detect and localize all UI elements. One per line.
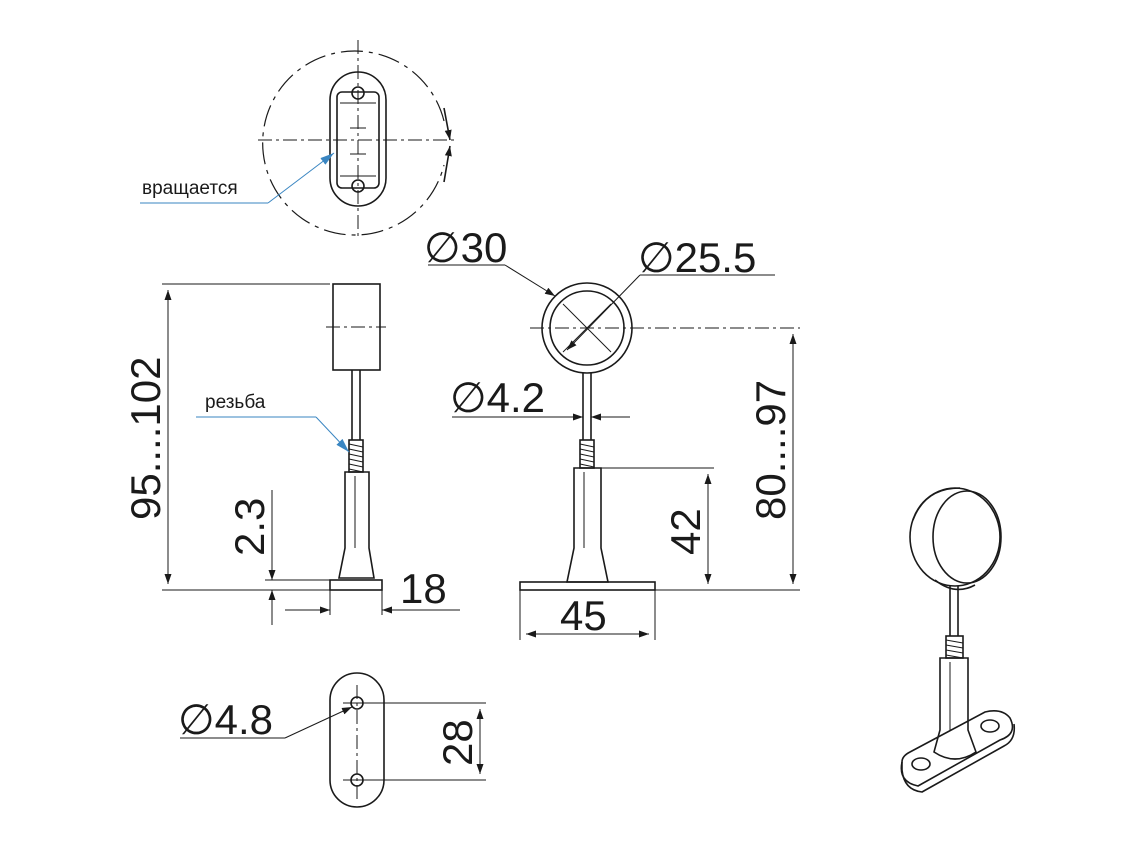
base-plate-top xyxy=(329,71,387,207)
rotation-circle xyxy=(262,50,445,236)
hole-top-1 xyxy=(351,86,365,100)
hole-spacing-dim: 28 xyxy=(434,719,481,766)
side-view: 95....102 2.3 18 резьба xyxy=(122,283,460,625)
front-view: ∅30 ∅25.5 ∅4.2 42 80....97 45 xyxy=(424,224,800,640)
socket-side xyxy=(338,471,375,579)
ring-inner-dim: ∅25.5 xyxy=(638,234,756,281)
hole-diameter-dim: ∅4.8 xyxy=(178,696,273,743)
plate-front xyxy=(519,581,656,591)
thread-label: резьба xyxy=(205,392,266,413)
height-side-dim: 95....102 xyxy=(122,357,169,520)
plate-thickness-dim: 2.3 xyxy=(226,498,273,556)
plate-outline xyxy=(329,672,385,808)
socket-top xyxy=(336,91,380,189)
plate-length-dim: 45 xyxy=(560,592,607,639)
plate-side xyxy=(329,579,383,591)
rotates-leader xyxy=(267,152,335,204)
iso-socket xyxy=(933,657,977,760)
rotation-arrow-bottom xyxy=(443,145,452,183)
hole-top-2 xyxy=(351,179,365,193)
socket-front xyxy=(566,467,609,583)
plate-view: ∅4.8 28 xyxy=(178,672,486,808)
plate-width-side-dim: 18 xyxy=(400,565,447,612)
iso-plate xyxy=(900,710,1014,787)
isometric-view xyxy=(900,487,1016,793)
thread-leader xyxy=(315,416,350,453)
height-front-dim: 80....97 xyxy=(747,380,794,520)
rotates-label: вращается xyxy=(142,178,238,199)
top-view: вращается xyxy=(140,40,458,240)
rotation-arrow-top xyxy=(443,107,452,141)
socket-height-dim: 42 xyxy=(662,508,709,555)
ring-outer-dim: ∅30 xyxy=(424,224,507,271)
rod-diameter-dim: ∅4.2 xyxy=(450,374,545,421)
